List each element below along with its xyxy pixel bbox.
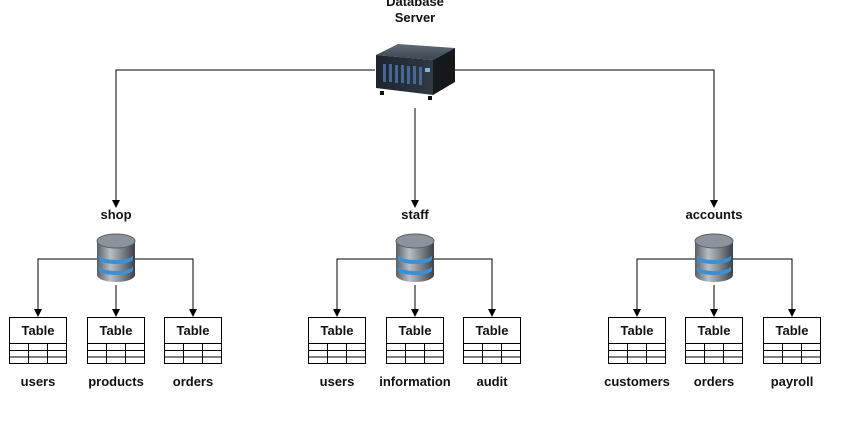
table-icon-header: Table [164,317,222,344]
table-label-accounts-payroll: payroll [770,374,814,389]
server-title-line2: Server [394,10,436,25]
table-label-accounts-orders: orders [693,374,735,389]
table-icon-header: Table [463,317,521,344]
table-icon-header: Table [308,317,366,344]
table-grid-icon [308,343,366,364]
table-icon-header: Table [608,317,666,344]
database-cylinder-icon [96,233,136,282]
server-rack-icon [376,44,455,100]
table-label-staff-users: users [319,374,355,389]
server-title-line1: Database [386,0,444,9]
table-icon: Table [164,317,222,365]
table-icon-header: Table [9,317,67,344]
table-label-shop-orders: orders [172,374,214,389]
connector-server-accounts [455,69,718,208]
table-icon-header: Table [763,317,821,344]
table-grid-icon [608,343,666,364]
table-icon-header: Table [685,317,743,344]
table-icon: Table [386,317,444,365]
table-grid-icon [87,343,145,364]
table-icon: Table [87,317,145,365]
table-grid-icon [763,343,821,364]
table-icon: Table [9,317,67,365]
connector-server-shop [112,69,375,208]
database-label-accounts: accounts [685,207,743,222]
table-icon-header: Table [386,317,444,344]
database-label-shop: shop [100,207,132,222]
table-label-shop-products: products [88,374,144,389]
table-icon: Table [685,317,743,365]
table-icon: Table [608,317,666,365]
server-title: Database Server [386,0,444,26]
table-icon-header: Table [87,317,145,344]
table-icon: Table [308,317,366,365]
table-grid-icon [9,343,67,364]
table-icon: Table [463,317,521,365]
table-icon: Table [763,317,821,365]
database-label-staff: staff [401,207,429,222]
table-grid-icon [463,343,521,364]
table-connectors [34,258,796,317]
table-label-staff-information: information [379,374,451,389]
database-cylinder-icon [395,233,435,282]
table-label-shop-users: users [20,374,56,389]
table-label-staff-audit: audit [476,374,508,389]
table-grid-icon [164,343,222,364]
table-label-accounts-customers: customers [604,374,670,389]
server-connectors [112,69,718,208]
table-grid-icon [685,343,743,364]
table-grid-icon [386,343,444,364]
database-cylinder-icon [694,233,734,282]
